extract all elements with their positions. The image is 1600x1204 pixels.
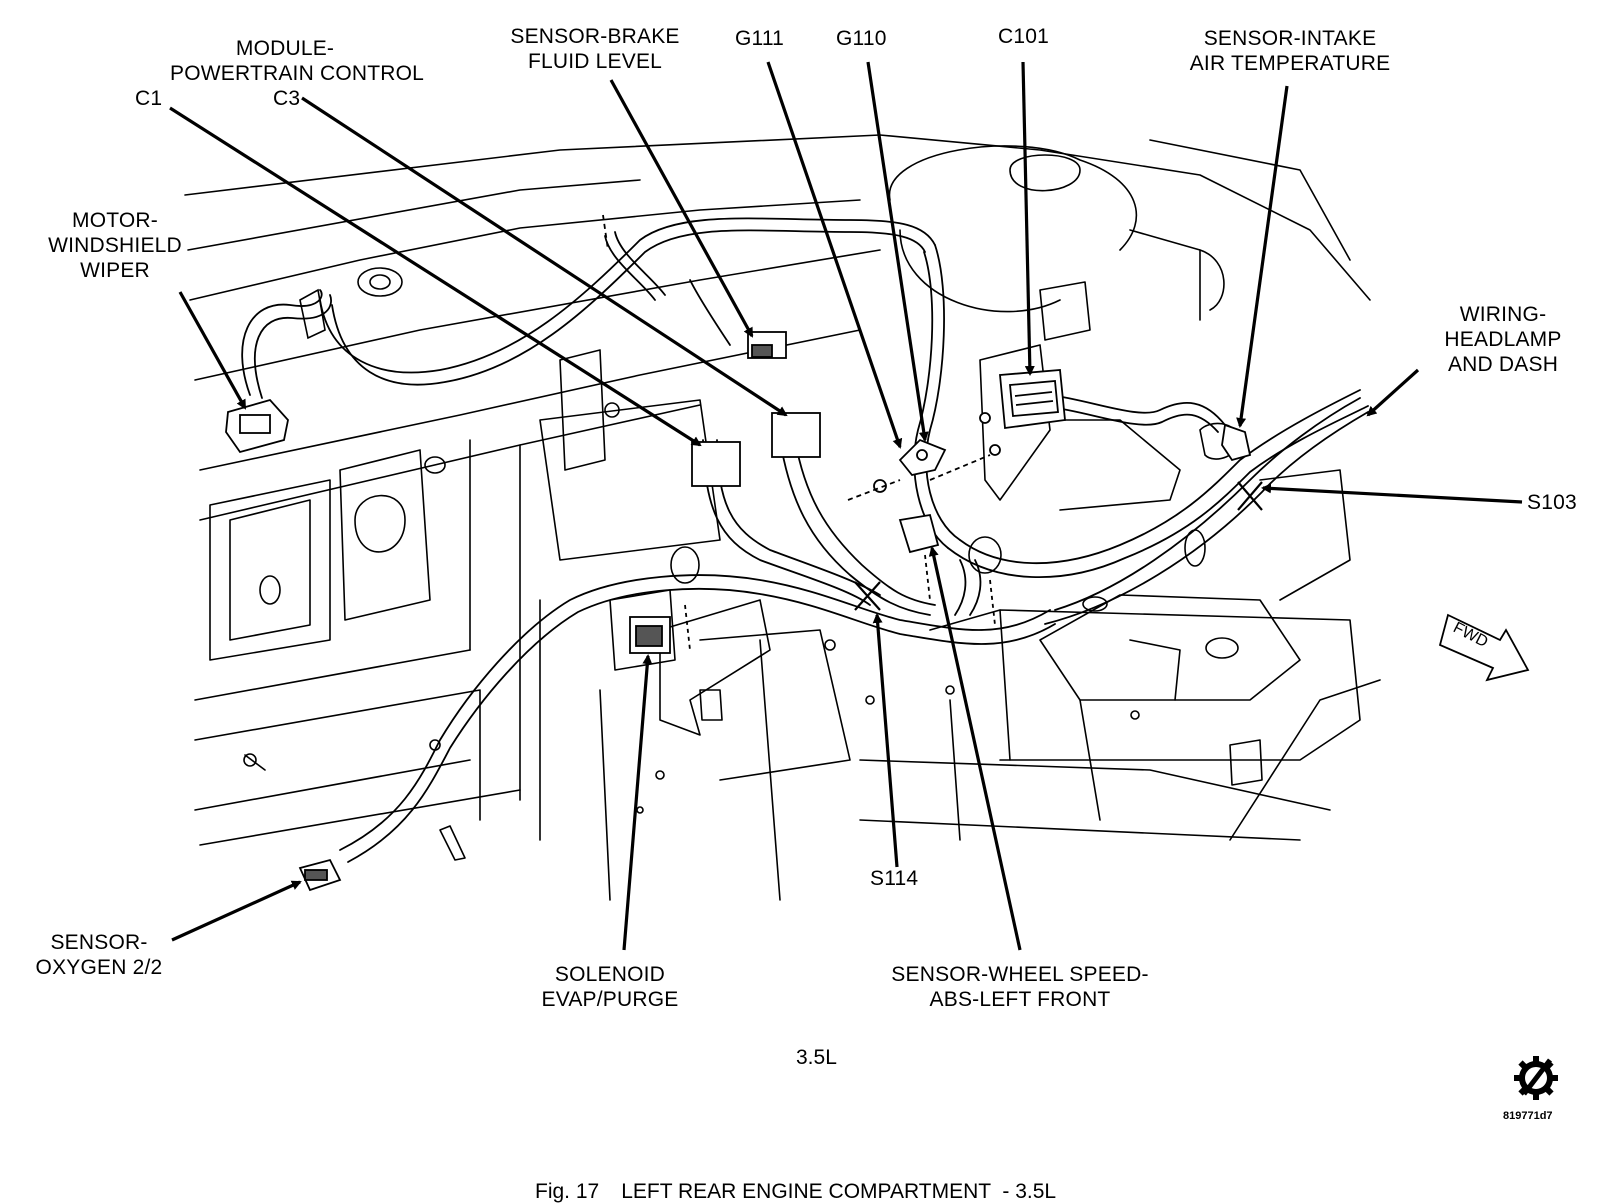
label-headlamp-line-1: WIRING- bbox=[1459, 303, 1547, 326]
leader-wheel-speed bbox=[928, 546, 1022, 951]
leader-solenoid bbox=[622, 654, 653, 951]
label-headlamp-line-3: AND DASH bbox=[1447, 353, 1559, 376]
label-pcm-line-1: MODULE- bbox=[235, 37, 335, 60]
label-oxygen-line-2: OXYGEN 2/2 bbox=[35, 956, 163, 979]
leader-brake-fluid bbox=[609, 79, 754, 338]
label-solenoid: SOLENOID EVAP/PURGE bbox=[535, 962, 685, 1012]
label-oxygen: SENSOR- OXYGEN 2/2 bbox=[34, 930, 164, 980]
leader-s103 bbox=[1261, 483, 1523, 504]
label-oxygen-line-1: SENSOR- bbox=[50, 931, 148, 954]
figure-code: 819771d7 bbox=[1503, 1110, 1553, 1122]
label-pcm-c1: C1 bbox=[135, 87, 163, 110]
leader-pcm-c1 bbox=[169, 106, 702, 447]
label-iat-line-2: AIR TEMPERATURE bbox=[1189, 52, 1391, 75]
label-g110: G110 bbox=[836, 27, 887, 50]
leader-wiper bbox=[178, 291, 247, 410]
figure-caption: Fig. 17 LEFT REAR ENGINE COMPARTMENT - 3.… bbox=[535, 1180, 1056, 1204]
splice-marks bbox=[854, 481, 1263, 611]
label-wiper-line-1: MOTOR- bbox=[72, 209, 158, 232]
label-c101: C101 bbox=[998, 25, 1050, 48]
label-wheel-speed-line-2: ABS-LEFT FRONT bbox=[929, 988, 1111, 1011]
label-iat: SENSOR-INTAKE AIR TEMPERATURE bbox=[1180, 26, 1400, 76]
label-brake-fluid-line-2: FLUID LEVEL bbox=[527, 50, 663, 73]
leader-pcm-c3 bbox=[301, 96, 788, 417]
components bbox=[225, 214, 1252, 892]
label-solenoid-line-2: EVAP/PURGE bbox=[541, 988, 679, 1011]
leader-oxygen bbox=[171, 880, 302, 942]
label-pcm-line-2: POWERTRAIN CONTROL bbox=[170, 62, 425, 85]
leader-iat bbox=[1236, 85, 1289, 428]
label-wheel-speed: SENSOR-WHEEL SPEED- ABS-LEFT FRONT bbox=[880, 962, 1160, 1012]
label-wiper-line-2: WINDSHIELD bbox=[48, 234, 182, 257]
label-wiper-line-3: WIPER bbox=[80, 259, 150, 282]
splice-s114-mark bbox=[854, 581, 881, 611]
leader-g110 bbox=[866, 61, 929, 442]
leader-headlamp bbox=[1366, 368, 1420, 417]
label-solenoid-line-1: SOLENOID bbox=[554, 963, 666, 986]
splice-s103-mark bbox=[1237, 481, 1263, 511]
label-brake-fluid-line-1: SENSOR-BRAKE bbox=[510, 25, 680, 48]
label-wheel-speed-line-1: SENSOR-WHEEL SPEED- bbox=[891, 963, 1149, 986]
label-headlamp-line-2: HEADLAMP bbox=[1444, 328, 1562, 351]
label-headlamp: WIRING- HEADLAMP AND DASH bbox=[1438, 302, 1568, 377]
leader-s114 bbox=[872, 613, 899, 868]
label-wiper: MOTOR- WINDSHIELD WIPER bbox=[40, 208, 190, 283]
figure-title: LEFT REAR ENGINE COMPARTMENT - 3.5L bbox=[621, 1180, 1057, 1203]
leader-g111 bbox=[766, 61, 903, 449]
label-s114: S114 bbox=[870, 867, 919, 890]
leader-c101 bbox=[1021, 61, 1035, 376]
label-s103: S103 bbox=[1527, 491, 1577, 514]
gear-slash-icon bbox=[1514, 1056, 1558, 1100]
engine-label: 3.5L bbox=[796, 1046, 837, 1069]
fwd-arrow-icon: FWD bbox=[1438, 613, 1530, 682]
label-iat-line-1: SENSOR-INTAKE bbox=[1203, 27, 1377, 50]
label-pcm-c3: C3 bbox=[273, 87, 301, 110]
figure-number: Fig. 17 bbox=[535, 1180, 600, 1203]
label-brake-fluid: SENSOR-BRAKE FLUID LEVEL bbox=[495, 24, 695, 74]
label-pcm: MODULE- POWERTRAIN CONTROL bbox=[170, 36, 425, 86]
label-g111: G111 bbox=[735, 27, 785, 50]
wiring-harness bbox=[241, 217, 1369, 863]
leader-lines bbox=[169, 61, 1523, 951]
